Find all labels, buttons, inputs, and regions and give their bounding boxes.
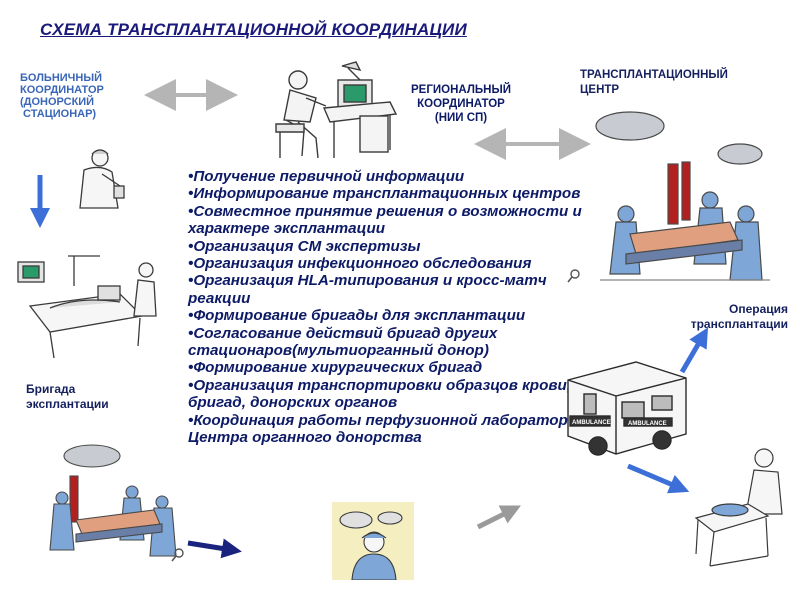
operating-room-icon [570, 104, 790, 300]
patient-bed-icon [10, 246, 160, 366]
ambulance-side-text-2: AMBULANCE [628, 421, 667, 427]
arrow-grey-diagonal [478, 510, 512, 527]
ambulance-side-text: AMBULANCE [572, 420, 611, 426]
magnifier-icon [566, 268, 582, 284]
doctor-icon [62, 142, 134, 214]
arrow-ambulance-recovery [628, 466, 680, 488]
desk-worker-icon [268, 58, 398, 166]
surgeon-portrait-icon [332, 502, 414, 580]
magnifier-icon [170, 547, 186, 563]
recovery-bed-icon [688, 444, 796, 572]
ambulance-icon: AMBULANCE AMBULANCE [564, 356, 692, 460]
arrow-bottom-navy [188, 543, 232, 550]
explant-operating-room-icon [36, 440, 186, 570]
